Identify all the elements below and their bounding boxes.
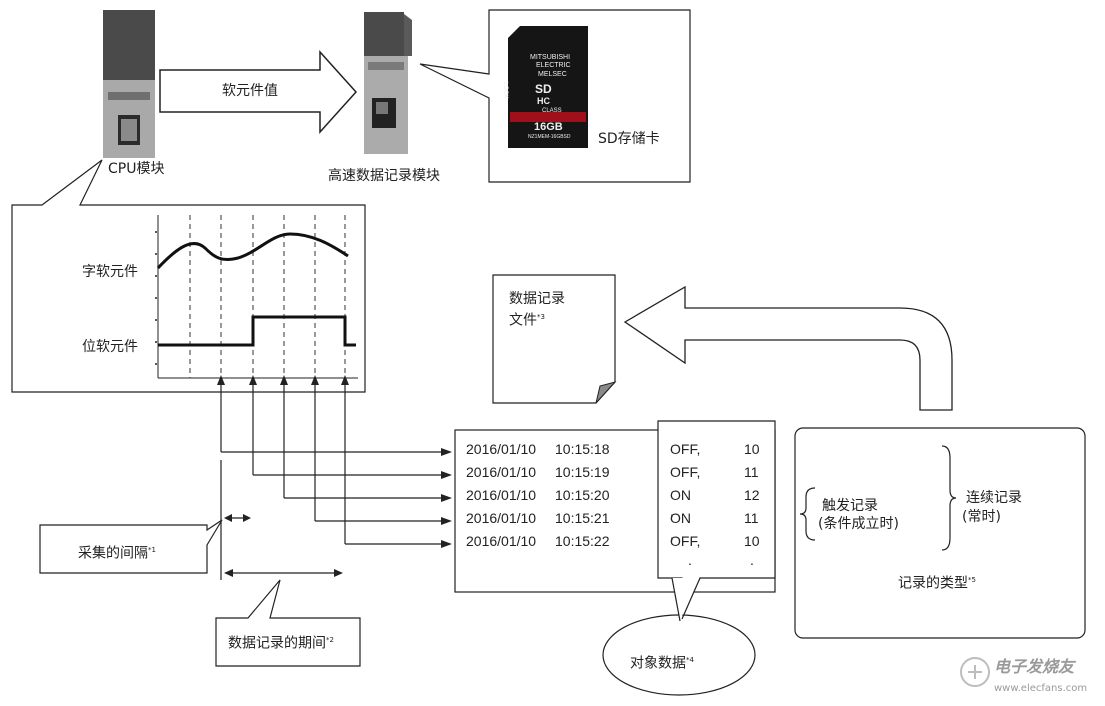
sd-class: CLASS: [542, 108, 562, 114]
timing-callout: [11, 159, 366, 393]
sd-brand-1: MITSUBISHI: [530, 54, 571, 61]
word-device-label: 字软元件: [82, 264, 138, 280]
transfer-arrow: [159, 50, 358, 134]
bit-device-label: 位软元件: [82, 339, 138, 355]
transfer-label: 软元件值: [222, 83, 278, 99]
record-types-label: 记录的类型*5: [898, 575, 976, 592]
interval-label: 采集的间隔*1: [78, 545, 156, 562]
record-types-box: [794, 427, 1086, 639]
file-output-arrow: [623, 285, 953, 411]
continuous-brace: [941, 445, 957, 551]
period-label: 数据记录的期间*2: [228, 635, 334, 652]
cpu-module-image: [103, 10, 155, 158]
continuous-record-label: 连续记录: [966, 490, 1022, 506]
trigger-brace: [799, 487, 816, 541]
trigger-record-condition: (条件成立时): [818, 516, 899, 532]
sd-card-label: SD存储卡: [598, 131, 660, 147]
sd-brand-2: ELECTRIC: [536, 62, 571, 69]
bit-device-waveform: [158, 315, 356, 347]
watermark-url: www.elecfans.com: [994, 683, 1088, 694]
trigger-record-label: 触发记录: [822, 498, 878, 514]
data-file-label: 数据记录 文件*3: [509, 291, 565, 329]
sd-card-image: [508, 26, 588, 148]
word-device-waveform: [156, 232, 349, 270]
sd-capacity: 16GB: [534, 121, 563, 133]
watermark-logo: [960, 657, 990, 687]
logger-module-label: 高速数据记录模块: [328, 168, 440, 184]
sd-model: NZ1MEM-16GBSD: [528, 134, 571, 140]
period-callout: [215, 579, 361, 667]
logger-module-image: [364, 12, 412, 154]
sd-logo: SD: [535, 82, 552, 96]
sd-brand-3: MELSEC: [538, 71, 567, 78]
sd-lock: LOCK: [502, 82, 508, 99]
sd-hc-logo: HC: [537, 96, 550, 106]
continuous-record-condition: (常时): [962, 509, 1001, 525]
target-data-label: 对象数据*4: [630, 655, 694, 672]
interval-callout: [39, 519, 223, 574]
sampling-lines: [189, 215, 346, 378]
watermark-title: 电子发烧友: [994, 657, 1075, 676]
cpu-module-label: CPU模块: [108, 161, 165, 177]
